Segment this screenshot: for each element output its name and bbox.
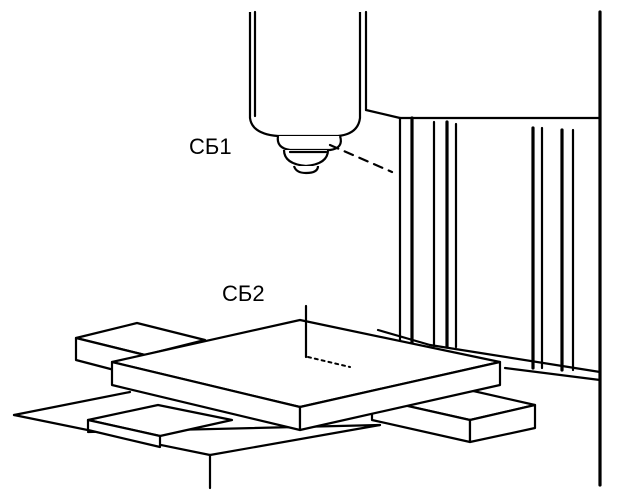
label-cb1: СБ1: [189, 134, 232, 159]
machine-column: [364, 10, 602, 487]
label-cb2: СБ2: [222, 281, 265, 306]
spindle-head: [248, 10, 362, 175]
work-table: [110, 318, 502, 432]
slide-bottom-left: [86, 403, 234, 449]
sensor-cb1: СБ1: [189, 134, 394, 174]
sensor-cb2: СБ2: [222, 281, 351, 368]
